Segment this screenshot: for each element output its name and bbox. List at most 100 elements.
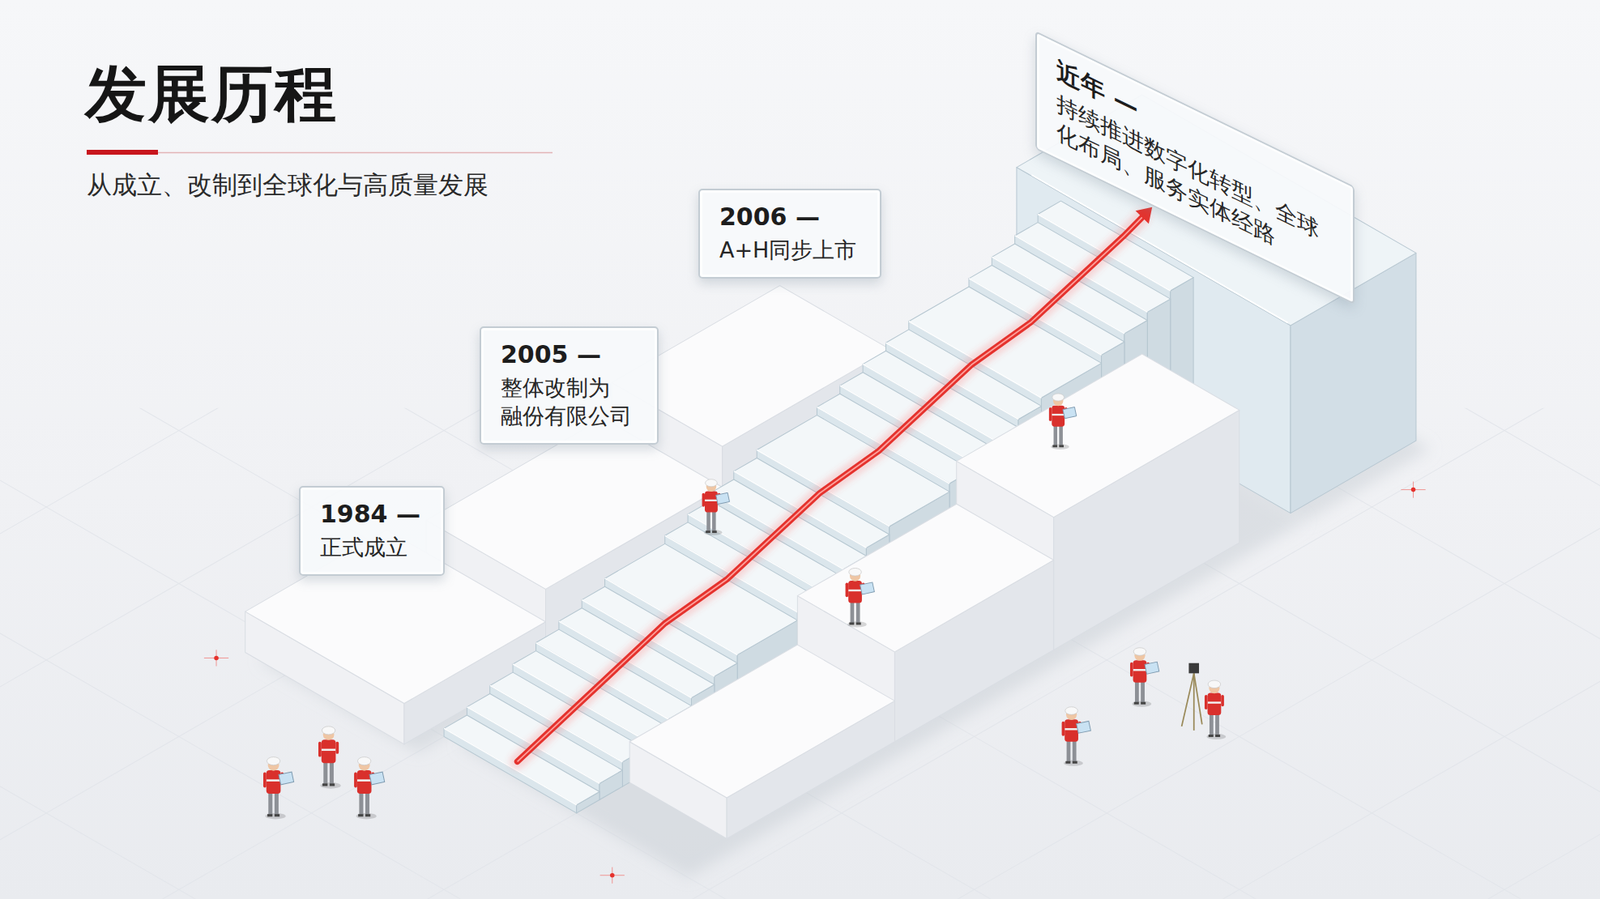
worker-body: [1064, 719, 1079, 743]
milestone-text: 正式成立: [320, 533, 424, 562]
milestone-sign: 1984 — 正式成立: [298, 486, 445, 576]
worker-tablet: [278, 772, 295, 786]
worker-tablet: [1062, 407, 1077, 419]
worker-shoe: [365, 814, 371, 817]
worker-shoe: [1134, 702, 1140, 705]
worker-arm: [702, 493, 705, 508]
crosshair-point: [213, 656, 219, 662]
worker-leg: [268, 791, 273, 815]
crosshair-point: [610, 873, 615, 879]
worker-leg: [712, 510, 717, 532]
worker-tablet: [369, 772, 385, 786]
worker-leg: [329, 761, 334, 786]
worker-leg: [1053, 424, 1059, 446]
worker-shoe: [856, 622, 862, 625]
crosshair-point: [1411, 487, 1417, 493]
worker-arm: [1204, 695, 1208, 710]
grid-line: [0, 408, 1600, 865]
worker-arm: [318, 742, 322, 758]
grid-line: [0, 408, 1417, 899]
crosshair-dot: [600, 867, 625, 884]
milestone-sign: 2005 —整体改制为 融份有限公司: [479, 326, 659, 445]
tripod-instrument: [1188, 663, 1199, 675]
worker-shoe: [322, 783, 328, 786]
arrow-highlight: [517, 217, 1143, 762]
worker-leg: [365, 791, 370, 815]
worker-figure: [1062, 707, 1092, 767]
worker-helmet: [1207, 680, 1221, 689]
worker-body: [1207, 693, 1222, 717]
worker-stripe: [1207, 701, 1222, 704]
worker-leg: [1209, 713, 1214, 737]
support-block: [629, 644, 895, 798]
worker-figure: [702, 479, 730, 536]
worker-stripe: [357, 779, 372, 782]
page-title: 发展历程: [85, 53, 338, 137]
worker-leg: [1134, 680, 1140, 704]
worker-leg: [358, 791, 363, 815]
worker-shoe: [1140, 702, 1146, 705]
grid-line: [0, 408, 1063, 899]
worker-shoe: [1058, 444, 1064, 448]
worker-leg: [706, 510, 711, 532]
milestone-text: A+H同步上市: [719, 235, 861, 265]
worker-leg: [323, 761, 328, 786]
worker-helmet: [705, 479, 718, 487]
worker-body: [357, 770, 372, 794]
worker-shoe: [358, 814, 363, 817]
worker-figure: [1204, 680, 1226, 740]
worker-shoe: [705, 530, 711, 534]
worker-stripe: [321, 749, 337, 752]
step-nosing: [443, 728, 577, 805]
worker-leg: [856, 601, 861, 624]
milestone-year: 2005 —: [500, 339, 638, 371]
crosshair-dot: [204, 649, 229, 666]
worker-leg: [1140, 680, 1145, 704]
worker-stripe: [848, 589, 862, 592]
support-block: [956, 354, 1240, 518]
worker-body: [321, 739, 337, 764]
worker-shoe: [1052, 444, 1058, 448]
worker-shoe: [329, 783, 335, 786]
floor-grid: [0, 408, 1600, 899]
title-accent-bar: [86, 149, 158, 155]
milestone-text: 整体改制为 融份有限公司: [500, 373, 635, 431]
worker-stripe: [1051, 413, 1065, 416]
worker-body: [704, 490, 718, 512]
worker-shoe: [274, 814, 280, 817]
worker-tablet: [1076, 721, 1092, 734]
growth-arrow: [517, 217, 1143, 762]
tripod-leg: [1193, 673, 1195, 731]
survey-tripod: [1181, 663, 1203, 731]
worker-tablet: [860, 582, 875, 595]
worker-helmet: [849, 567, 862, 576]
worker-arm: [263, 772, 267, 789]
worker-leg: [1072, 739, 1077, 763]
worker-figure: [263, 757, 295, 820]
worker-helmet: [1052, 393, 1065, 402]
worker-shoe: [849, 622, 854, 625]
worker-tablet: [1144, 661, 1160, 675]
worker-arm: [845, 582, 850, 598]
worker-leg: [1066, 739, 1071, 763]
worker-helmet: [1065, 707, 1079, 716]
worker-shoe: [712, 530, 717, 534]
grid-line: [0, 408, 1328, 899]
worker-leg: [274, 791, 279, 815]
worker-arm: [1220, 695, 1225, 707]
worker-leg: [1058, 424, 1063, 446]
worker-figure: [354, 757, 385, 820]
arrow-glow: [517, 217, 1143, 762]
grid-line: [0, 408, 1593, 899]
worker-stripe: [704, 499, 718, 502]
worker-arm: [1062, 721, 1066, 737]
worker-helmet: [266, 757, 280, 766]
milestone-year: 2006 —: [719, 201, 861, 233]
worker-helmet: [321, 726, 335, 735]
grid-line: [0, 408, 1460, 899]
milestone-year: 1984 —: [320, 499, 424, 530]
worker-stripe: [266, 779, 282, 782]
worker-figure: [318, 726, 342, 790]
